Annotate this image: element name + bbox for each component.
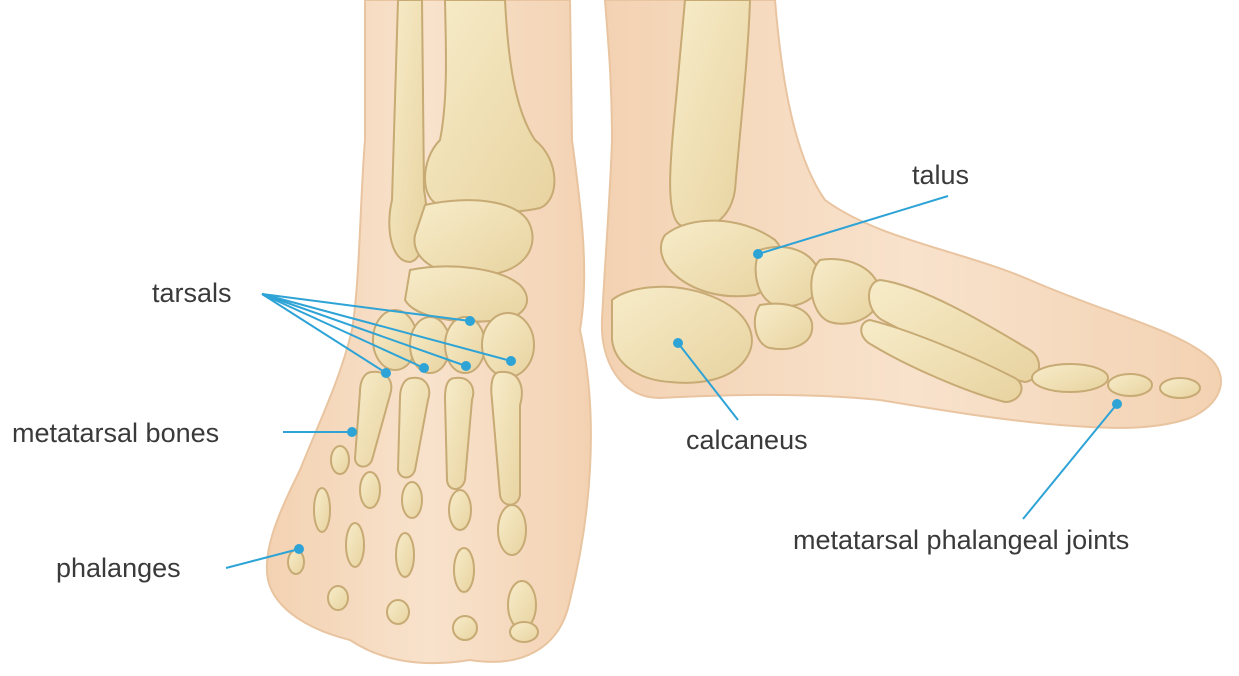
tarsals-dot-2 (381, 368, 391, 378)
tarsals-dot-1 (465, 316, 475, 326)
talus-front-bone (414, 200, 532, 275)
phalanx-3c (387, 600, 409, 624)
phalanx-1c (510, 622, 538, 642)
tarsals-dot-4 (461, 361, 471, 371)
phalanx-5a (331, 446, 349, 474)
phalanges-dot (294, 544, 304, 554)
phalanx-4a (360, 472, 380, 508)
mtp-joints-dot (1112, 399, 1122, 409)
phalanx-2c (453, 616, 477, 640)
metatarsal-bones-dot (347, 427, 357, 437)
phalanx-2b (454, 548, 474, 592)
calcaneus-label: calcaneus (686, 427, 808, 454)
calcaneus-dot (673, 338, 683, 348)
cuboid-bone (482, 313, 534, 377)
phalanx-2a (449, 490, 471, 530)
front-view-foot (267, 0, 591, 663)
talus-label: talus (912, 162, 969, 189)
middle-phalanx-side (1108, 374, 1152, 396)
phalanx-5c (288, 550, 304, 574)
phalanx-5b (314, 488, 330, 532)
phalanx-3b (396, 533, 414, 577)
talus-dot (753, 249, 763, 259)
mtp-joints-label: metatarsal phalangeal joints (793, 527, 1129, 554)
phalanx-1a (498, 505, 526, 555)
cuboid-side-bone (755, 304, 812, 349)
phalanges-label: phalanges (56, 555, 181, 582)
proximal-phalanx-side (1032, 364, 1108, 392)
metatarsal-bones-label: metatarsal bones (12, 420, 219, 447)
tarsals-label: tarsals (152, 280, 232, 307)
phalanx-4c (328, 586, 348, 610)
tarsals-dot-5 (506, 356, 516, 366)
distal-phalanx-side (1160, 378, 1200, 398)
phalanx-4b (346, 523, 364, 567)
phalanx-3a (402, 482, 422, 518)
tarsals-dot-3 (419, 363, 429, 373)
